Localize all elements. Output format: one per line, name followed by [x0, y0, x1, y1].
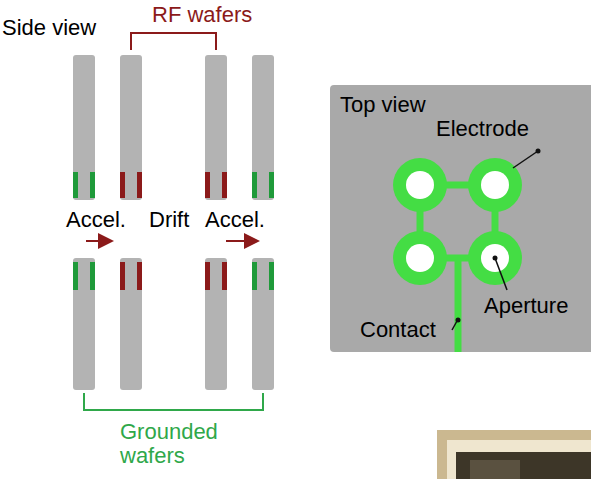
part-label: Electrode — [436, 117, 529, 141]
view-title: Side view — [2, 16, 96, 40]
group-label: RF wafers — [152, 3, 252, 27]
part-label: Aperture — [484, 294, 568, 318]
panel-title: Top view — [340, 93, 426, 117]
region-label: Accel. — [66, 208, 126, 232]
region-label: Drift — [149, 208, 189, 232]
group-label: Grounded wafers — [120, 420, 245, 468]
region-label: Accel. — [205, 208, 265, 232]
part-label: Contact — [360, 318, 436, 342]
